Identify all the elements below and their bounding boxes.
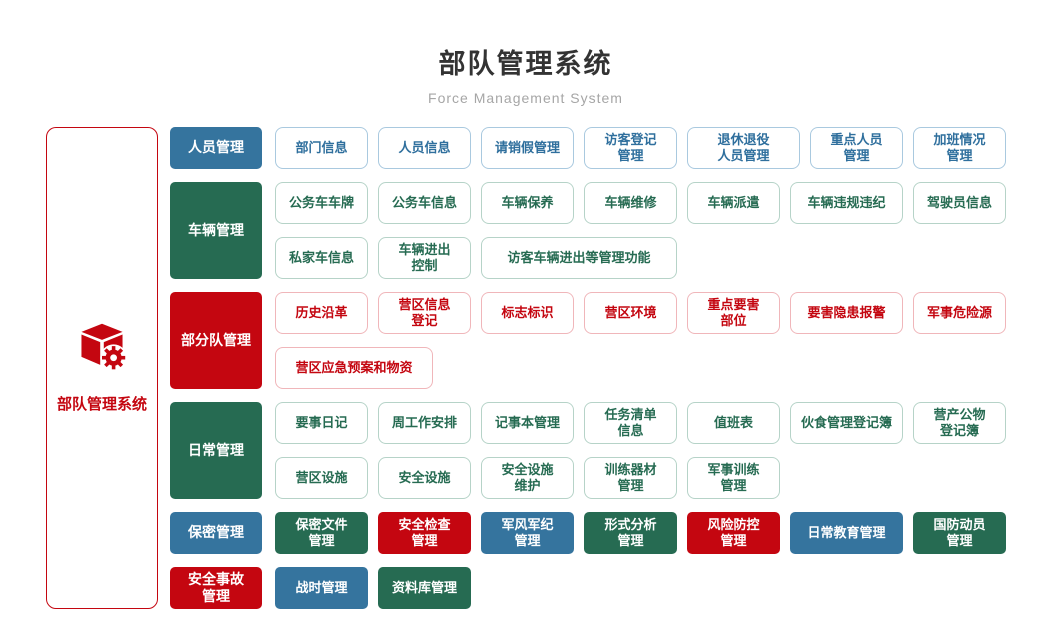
module-line: 公务车车牌 公务车信息 车辆保养 车辆维修 车辆派遣 车辆违规违纪 驾驶员信息 bbox=[275, 182, 1006, 224]
module-box: 营产公物 登记簿 bbox=[913, 402, 1006, 444]
module-box: 营区信息 登记 bbox=[378, 292, 471, 334]
page-subtitle: Force Management System bbox=[428, 90, 623, 106]
module-box: 营区设施 bbox=[275, 457, 368, 499]
module-line: 私家车信息 车辆进出 控制 访客车辆进出等管理功能 bbox=[275, 237, 1006, 279]
module-box: 车辆进出 控制 bbox=[378, 237, 471, 279]
module-line: 营区设施 安全设施 安全设施 维护 训练器材 管理 军事训练 管理 bbox=[275, 457, 1006, 499]
module-box: 车辆派遣 bbox=[687, 182, 780, 224]
root-system-label: 部队管理系统 bbox=[56, 396, 147, 413]
module-box: 记事本管理 bbox=[481, 402, 574, 444]
group-secrecy-management: 保密管理 保密文件 管理 安全检查 管理 军风军纪 管理 形式分析 管理 风险防… bbox=[170, 512, 1006, 554]
module-box: 重点要害 部位 bbox=[687, 292, 780, 334]
module-box: 安全设施 bbox=[378, 457, 471, 499]
bottom-row: 安全事故 管理 战时管理 资料库管理 bbox=[170, 567, 1006, 609]
module-line: 历史沿革 营区信息 登记 标志标识 营区环境 重点要害 部位 要害隐患报警 军事… bbox=[275, 292, 1006, 334]
module-box: 值班表 bbox=[687, 402, 780, 444]
module-line: 保密文件 管理 安全检查 管理 军风军纪 管理 形式分析 管理 风险防控 管理 … bbox=[275, 512, 1006, 554]
module-box: 日常教育管理 bbox=[790, 512, 903, 554]
group-header: 车辆管理 bbox=[170, 182, 262, 279]
module-box: 形式分析 管理 bbox=[584, 512, 677, 554]
module-box: 访客车辆进出等管理功能 bbox=[481, 237, 677, 279]
module-box: 保密文件 管理 bbox=[275, 512, 368, 554]
module-box: 安全事故 管理 bbox=[170, 567, 262, 609]
root-system-panel: 部队管理系统 bbox=[46, 127, 158, 609]
module-box: 军事训练 管理 bbox=[687, 457, 780, 499]
module-box: 军风军纪 管理 bbox=[481, 512, 574, 554]
system-diagram: 部队管理系统 人员管理 部门信息 人员信息 请销假管理 访客登记 管理 退休退役… bbox=[46, 127, 1006, 609]
module-box: 国防动员 管理 bbox=[913, 512, 1006, 554]
module-box: 要害隐患报警 bbox=[790, 292, 903, 334]
module-box: 访客登记 管理 bbox=[584, 127, 677, 169]
group-personnel-management: 人员管理 部门信息 人员信息 请销假管理 访客登记 管理 退休退役 人员管理 重… bbox=[170, 127, 1006, 169]
group-subunit-management: 部分队管理 历史沿革 营区信息 登记 标志标识 营区环境 重点要害 部位 要害隐… bbox=[170, 292, 1006, 389]
page-header: 部队管理系统 Force Management System bbox=[0, 42, 1051, 106]
module-box: 加班情况 管理 bbox=[913, 127, 1006, 169]
module-box: 资料库管理 bbox=[378, 567, 471, 609]
module-line: 部门信息 人员信息 请销假管理 访客登记 管理 退休退役 人员管理 重点人员 管… bbox=[275, 127, 1006, 169]
module-box: 周工作安排 bbox=[378, 402, 471, 444]
module-box: 战时管理 bbox=[275, 567, 368, 609]
group-daily-management: 日常管理 要事日记 周工作安排 记事本管理 任务清单 信息 值班表 伙食管理登记… bbox=[170, 402, 1006, 499]
cube-gear-icon bbox=[75, 322, 129, 377]
module-line: 营区应急预案和物资 bbox=[275, 347, 1006, 389]
module-box: 营区应急预案和物资 bbox=[275, 347, 433, 389]
group-header: 部分队管理 bbox=[170, 292, 262, 389]
module-line: 战时管理 资料库管理 bbox=[275, 567, 1006, 609]
group-header: 人员管理 bbox=[170, 127, 262, 169]
module-box: 要事日记 bbox=[275, 402, 368, 444]
module-box: 部门信息 bbox=[275, 127, 368, 169]
group-header: 日常管理 bbox=[170, 402, 262, 499]
module-box: 驾驶员信息 bbox=[913, 182, 1006, 224]
module-box: 车辆违规违纪 bbox=[790, 182, 903, 224]
module-box: 任务清单 信息 bbox=[584, 402, 677, 444]
module-box: 伙食管理登记簿 bbox=[790, 402, 903, 444]
group-header: 保密管理 bbox=[170, 512, 262, 554]
module-box: 车辆保养 bbox=[481, 182, 574, 224]
module-box: 退休退役 人员管理 bbox=[687, 127, 800, 169]
module-box: 标志标识 bbox=[481, 292, 574, 334]
module-box: 公务车信息 bbox=[378, 182, 471, 224]
module-box: 公务车车牌 bbox=[275, 182, 368, 224]
module-box: 军事危险源 bbox=[913, 292, 1006, 334]
group-rows: 人员管理 部门信息 人员信息 请销假管理 访客登记 管理 退休退役 人员管理 重… bbox=[170, 127, 1006, 609]
page-title: 部队管理系统 bbox=[438, 49, 613, 79]
module-box: 营区环境 bbox=[584, 292, 677, 334]
module-box: 历史沿革 bbox=[275, 292, 368, 334]
group-vehicle-management: 车辆管理 公务车车牌 公务车信息 车辆保养 车辆维修 车辆派遣 车辆违规违纪 驾… bbox=[170, 182, 1006, 279]
module-box: 安全设施 维护 bbox=[481, 457, 574, 499]
module-box: 训练器材 管理 bbox=[584, 457, 677, 499]
module-box: 重点人员 管理 bbox=[810, 127, 903, 169]
module-box: 车辆维修 bbox=[584, 182, 677, 224]
module-box: 人员信息 bbox=[378, 127, 471, 169]
module-box: 请销假管理 bbox=[481, 127, 574, 169]
module-box: 安全检查 管理 bbox=[378, 512, 471, 554]
module-line: 要事日记 周工作安排 记事本管理 任务清单 信息 值班表 伙食管理登记簿 营产公… bbox=[275, 402, 1006, 444]
module-box: 风险防控 管理 bbox=[687, 512, 780, 554]
module-box: 私家车信息 bbox=[275, 237, 368, 279]
